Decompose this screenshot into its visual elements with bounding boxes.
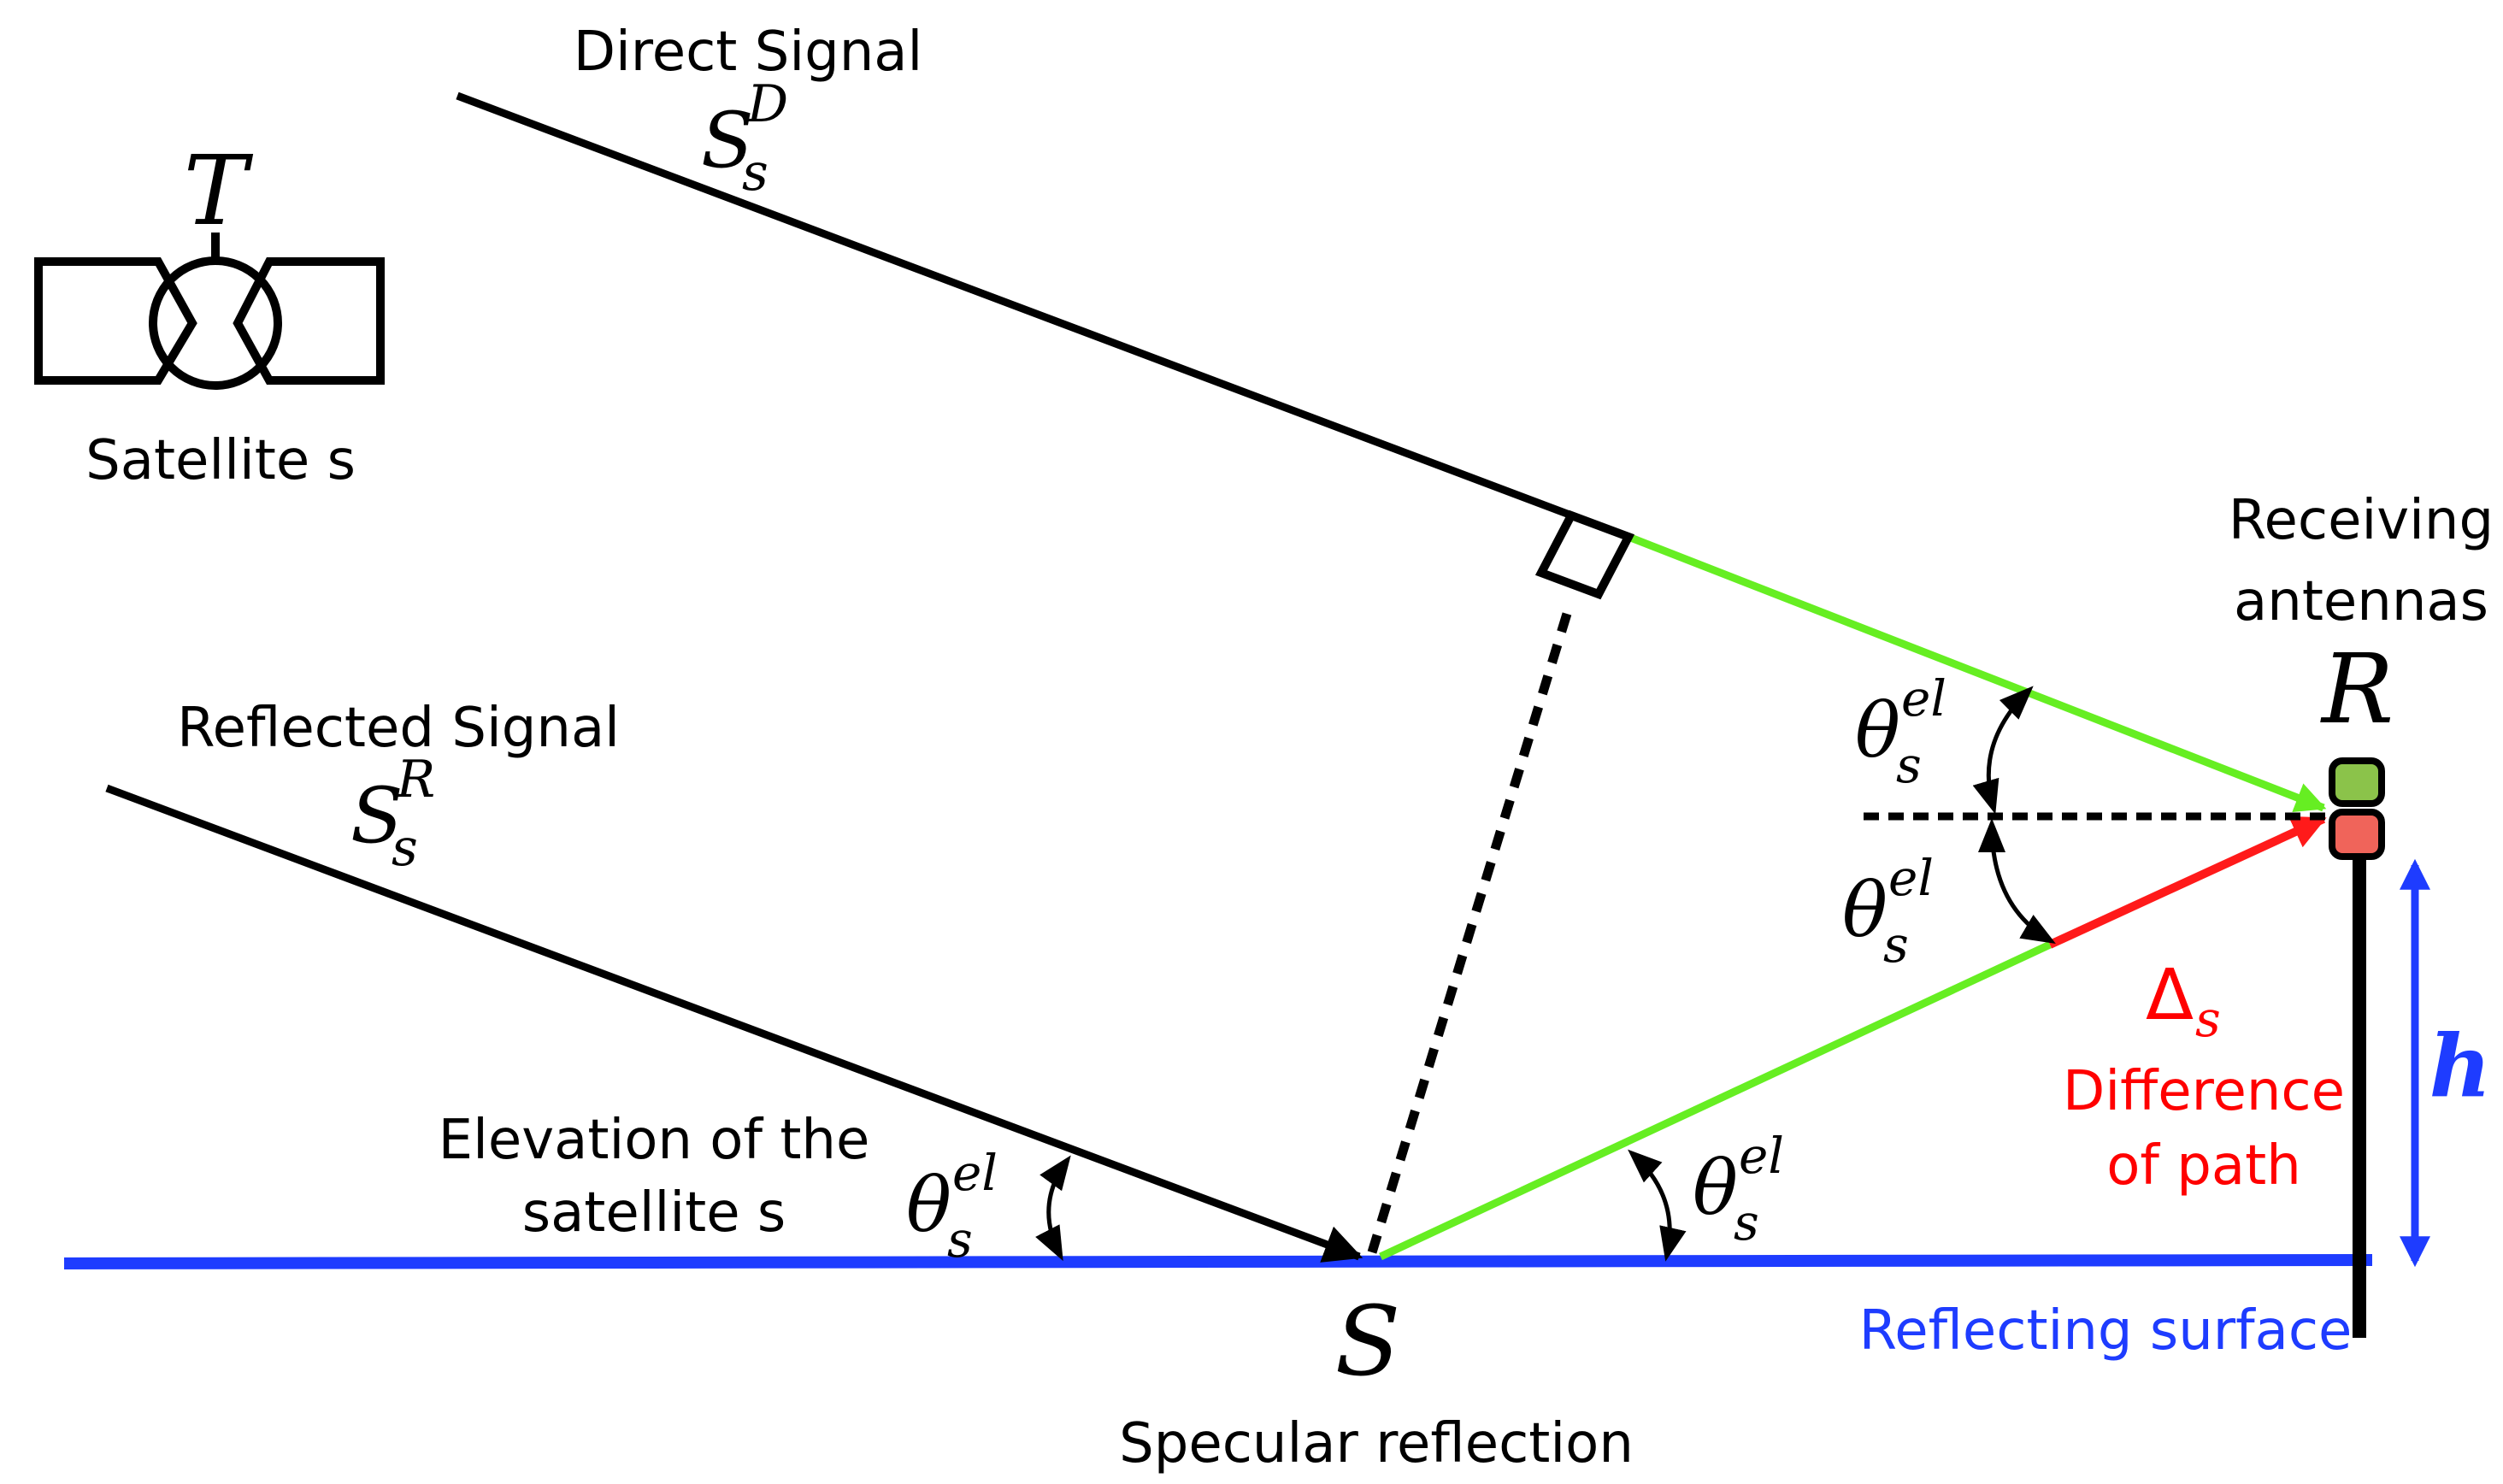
reflected-signal-symbol-sup: R (396, 750, 435, 810)
specular-symbol: S (1335, 1287, 1401, 1398)
direct-signal-symbol-sub: s (742, 143, 769, 203)
reflecting-surface-label: Reflecting surface (1859, 1299, 2353, 1363)
theta-left-sub: s (947, 1210, 973, 1269)
elevation-angle-arc-upper (1972, 686, 2034, 815)
theta-lower-sub: s (1883, 916, 1909, 974)
reflected-path-green-segment (1379, 940, 2052, 1261)
reflected-signal-symbol-sub: s (392, 818, 418, 878)
theta-right-base: θ (1693, 1144, 1738, 1232)
direct-signal-line (456, 91, 1630, 541)
theta-lower-base: θ (1842, 866, 1888, 954)
reflected-signal-line (105, 784, 1363, 1263)
direct-signal-symbol: S s D (701, 74, 788, 203)
path-difference-symbol-base: Δ (2146, 955, 2194, 1036)
theta-lower-sup: el (1888, 849, 1934, 907)
theta-label-left: θ s el (906, 1144, 998, 1269)
satellite-icon (34, 233, 385, 390)
direct-signal-symbol-sup: D (746, 74, 788, 134)
direct-signal-label: Direct Signal (574, 21, 923, 84)
specular-label: Specular reflection (1119, 1412, 1634, 1475)
satellite-label: Satellite s (85, 429, 356, 492)
theta-upper-base: θ (1855, 686, 1900, 774)
reflected-signal-symbol: S s R (350, 750, 435, 878)
theta-left-sup: el (952, 1144, 998, 1202)
antenna-direct-green (2329, 757, 2385, 807)
height-symbol: h (2429, 1016, 2492, 1116)
satellite-symbol: T (184, 136, 254, 247)
theta-label-right: θ s el (1693, 1127, 1784, 1251)
theta-upper-sub: s (1896, 736, 1922, 794)
direct-signal-green-segment (1627, 533, 2327, 813)
theta-right-sup: el (1739, 1127, 1784, 1185)
direct-signal-symbol-base: S (701, 96, 754, 186)
theta-label-upper: θ s el (1855, 669, 1946, 794)
theta-right-sub: s (1734, 1193, 1759, 1251)
elevation-label-line2: satellite s (522, 1181, 786, 1245)
path-difference-label-line2: of path (2106, 1134, 2301, 1198)
theta-label-lower: θ s el (1842, 849, 1934, 974)
receiver-symbol: R (2320, 634, 2394, 745)
path-difference-symbol: Δ s (2146, 955, 2221, 1048)
theta-upper-sup: el (1901, 669, 1946, 727)
reflecting-surface-line (63, 1254, 2373, 1269)
reflected-signal-label: Reflected Signal (177, 697, 620, 760)
right-angle-marker (1534, 509, 1635, 600)
elevation-angle-arc-lower (1978, 818, 2056, 945)
antenna-reflected-red (2329, 809, 2385, 860)
elevation-angle-arc-right (1628, 1149, 1687, 1262)
elevation-label-line1: Elevation of the (439, 1109, 870, 1172)
path-difference-symbol-sub: s (2195, 990, 2221, 1048)
path-difference-red-segment (2047, 815, 2327, 949)
receiver-label-line2: antennas (2234, 570, 2488, 633)
elevation-angle-arc-left (1035, 1155, 1071, 1262)
path-difference-label-line1: Difference (2063, 1060, 2345, 1123)
receiver-label-line1: Receiving (2229, 489, 2494, 552)
theta-left-base: θ (906, 1161, 951, 1249)
reflected-signal-symbol-base: S (350, 771, 403, 861)
perpendicular-dotted-line (1367, 612, 1572, 1254)
